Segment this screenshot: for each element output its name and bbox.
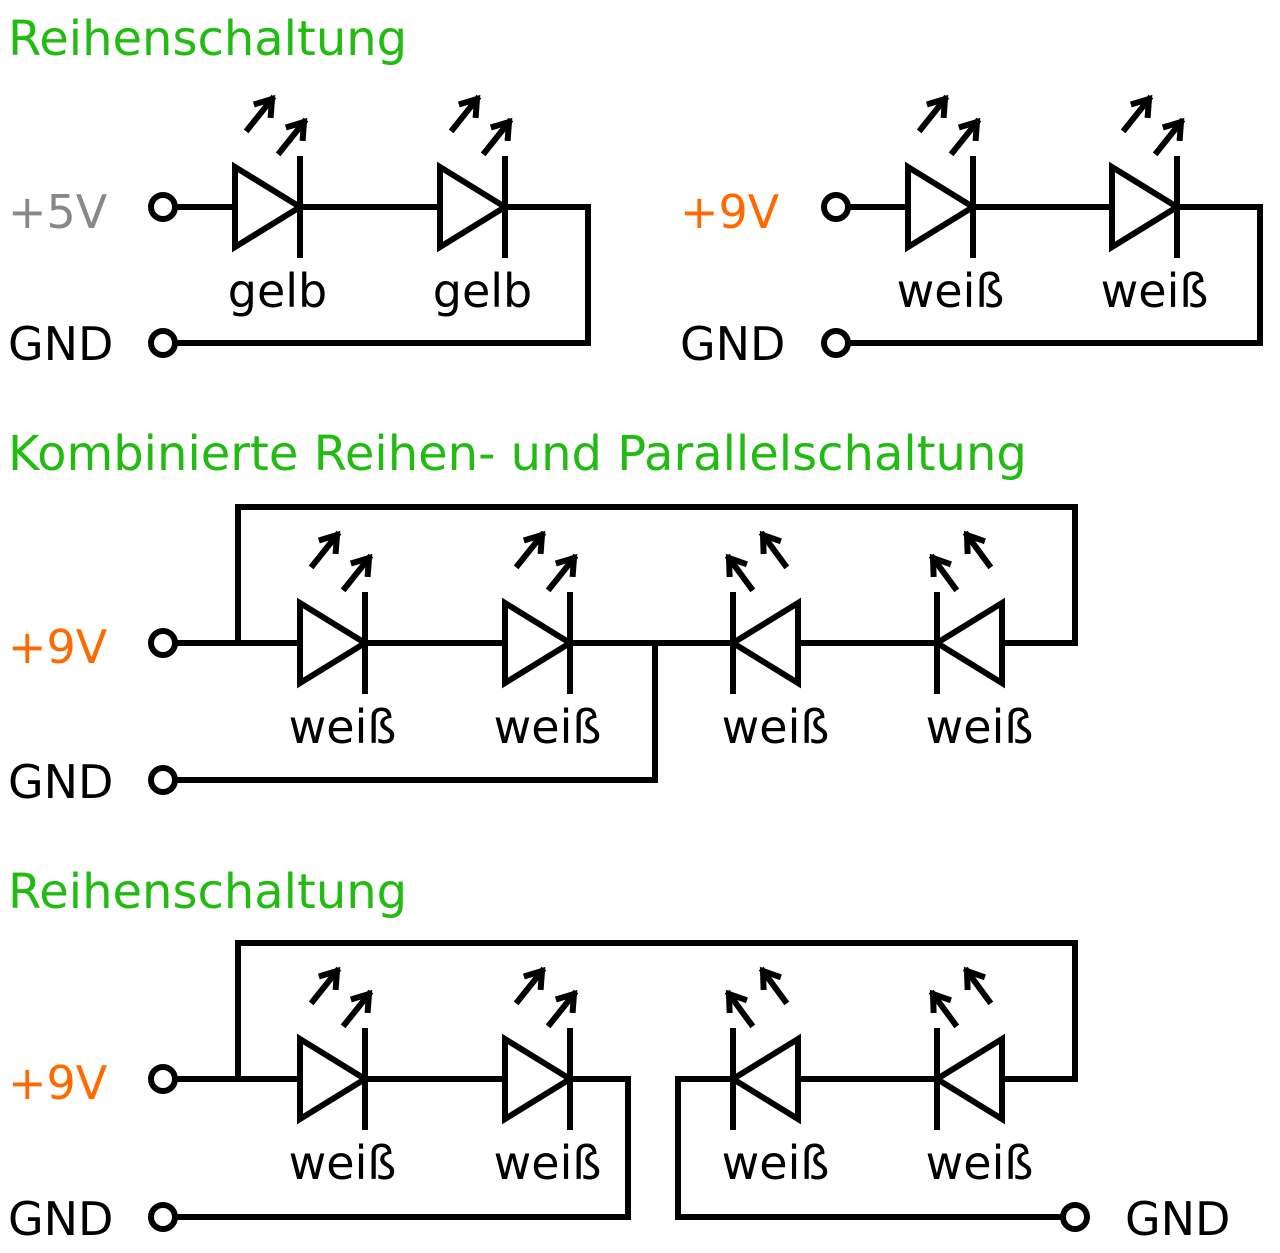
led-diode-icon: [297, 530, 374, 694]
section-title-series: Reihenschaltung: [8, 11, 407, 67]
light-emission-icon: [308, 530, 374, 593]
led-diode-icon: [724, 530, 801, 694]
supply-label-9v: +9V: [8, 620, 108, 674]
light-emission-icon: [308, 966, 374, 1029]
terminal-icon: [148, 1064, 178, 1094]
terminal-icon: [148, 1202, 178, 1232]
led-color-label: weiß: [722, 700, 830, 754]
led-color-label: weiß: [926, 1136, 1034, 1190]
terminal-icon: [821, 192, 851, 222]
led-diode-icon: [724, 966, 801, 1130]
wire: [172, 204, 591, 346]
wire: [845, 204, 1263, 346]
terminal-icon: [1060, 1202, 1090, 1232]
light-emission-icon: [448, 94, 514, 157]
wire: [172, 640, 658, 783]
gnd-label: GND: [8, 755, 113, 809]
light-emission-icon: [1120, 94, 1186, 157]
light-emission-icon: [928, 530, 994, 593]
led-color-label: weiß: [722, 1136, 830, 1190]
supply-label-9v: +9V: [680, 185, 780, 239]
light-emission-icon: [513, 966, 579, 1029]
light-emission-icon: [724, 966, 790, 1029]
gnd-label: GND: [680, 317, 785, 371]
led-color-label: weiß: [289, 700, 397, 754]
terminal-icon: [148, 328, 178, 358]
led-diode-icon: [1109, 94, 1186, 258]
terminal-icon: [821, 328, 851, 358]
led-diode-icon: [502, 530, 579, 694]
wire: [235, 504, 1078, 646]
led-diode-icon: [928, 966, 1005, 1130]
gnd-label: GND: [8, 317, 113, 371]
gnd-label-right: GND: [1125, 1192, 1230, 1246]
supply-label-9v: +9V: [8, 1056, 108, 1110]
led-diode-icon: [297, 966, 374, 1130]
led-diode-icon: [502, 966, 579, 1130]
terminal-icon: [148, 192, 178, 222]
section-title-combined: Kombinierte Reihen- und Parallelschaltun…: [8, 426, 1027, 482]
led-diode-icon: [905, 94, 982, 258]
led-diode-icon: [437, 94, 514, 258]
wire: [235, 940, 1078, 1082]
light-emission-icon: [724, 530, 790, 593]
light-emission-icon: [513, 530, 579, 593]
led-color-label: weiß: [926, 700, 1034, 754]
light-emission-icon: [916, 94, 982, 157]
led-color-label: weiß: [1101, 264, 1209, 318]
led-color-label: gelb: [228, 264, 327, 318]
terminal-icon: [148, 765, 178, 795]
led-diode-icon: [928, 530, 1005, 694]
led-diode-icon: [232, 94, 309, 258]
led-color-label: weiß: [897, 264, 1005, 318]
led-color-label: weiß: [289, 1136, 397, 1190]
light-emission-icon: [243, 94, 309, 157]
light-emission-icon: [928, 966, 994, 1029]
wire: [172, 1076, 631, 1220]
supply-label-5v: +5V: [8, 185, 108, 239]
led-color-label: weiß: [494, 700, 602, 754]
gnd-label: GND: [8, 1192, 113, 1246]
terminal-icon: [148, 628, 178, 658]
wire: [675, 1076, 1066, 1220]
section-title-series-2: Reihenschaltung: [8, 864, 407, 920]
led-color-label: gelb: [433, 264, 532, 318]
led-color-label: weiß: [494, 1136, 602, 1190]
